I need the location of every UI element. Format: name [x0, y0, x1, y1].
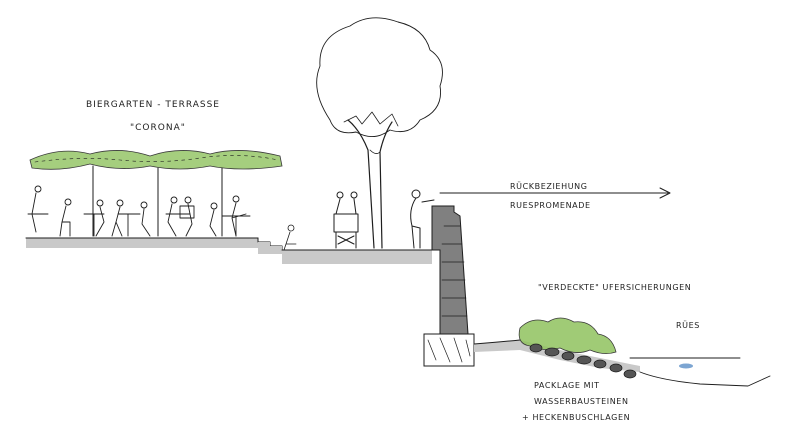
steps — [257, 224, 297, 254]
river-water — [629, 357, 771, 387]
retaining-wall — [423, 205, 475, 367]
promenade-bench — [333, 191, 359, 249]
hidden-bank-label: "VERDECKTE" UFERSICHERUNGEN — [538, 283, 691, 292]
title-line-1: BIERGARTEN - TERRASSE — [86, 100, 220, 110]
pack-label-2: WASSERBAUSTEINEN — [534, 397, 629, 406]
arrow-label-2: RUESPROMENADE — [510, 201, 591, 210]
standing-figure — [410, 189, 435, 249]
tree — [316, 17, 443, 249]
pack-label-1: PACKLAGE MIT — [534, 381, 600, 390]
bank-stones — [529, 343, 637, 379]
title-line-2: "CORONA" — [130, 123, 186, 133]
arrow-label-1: RÜCKBEZIEHUNG — [510, 181, 588, 191]
direction-arrow — [439, 187, 671, 199]
ground-terrace — [25, 237, 259, 248]
pack-label-3: + HECKENBUSCHLAGEN — [522, 413, 630, 422]
beer-garden-people — [27, 185, 251, 237]
pergola-canopy — [29, 150, 283, 170]
ground-promenade — [281, 249, 433, 264]
river-label: RÜES — [676, 320, 700, 330]
pergola-posts — [92, 165, 223, 237]
